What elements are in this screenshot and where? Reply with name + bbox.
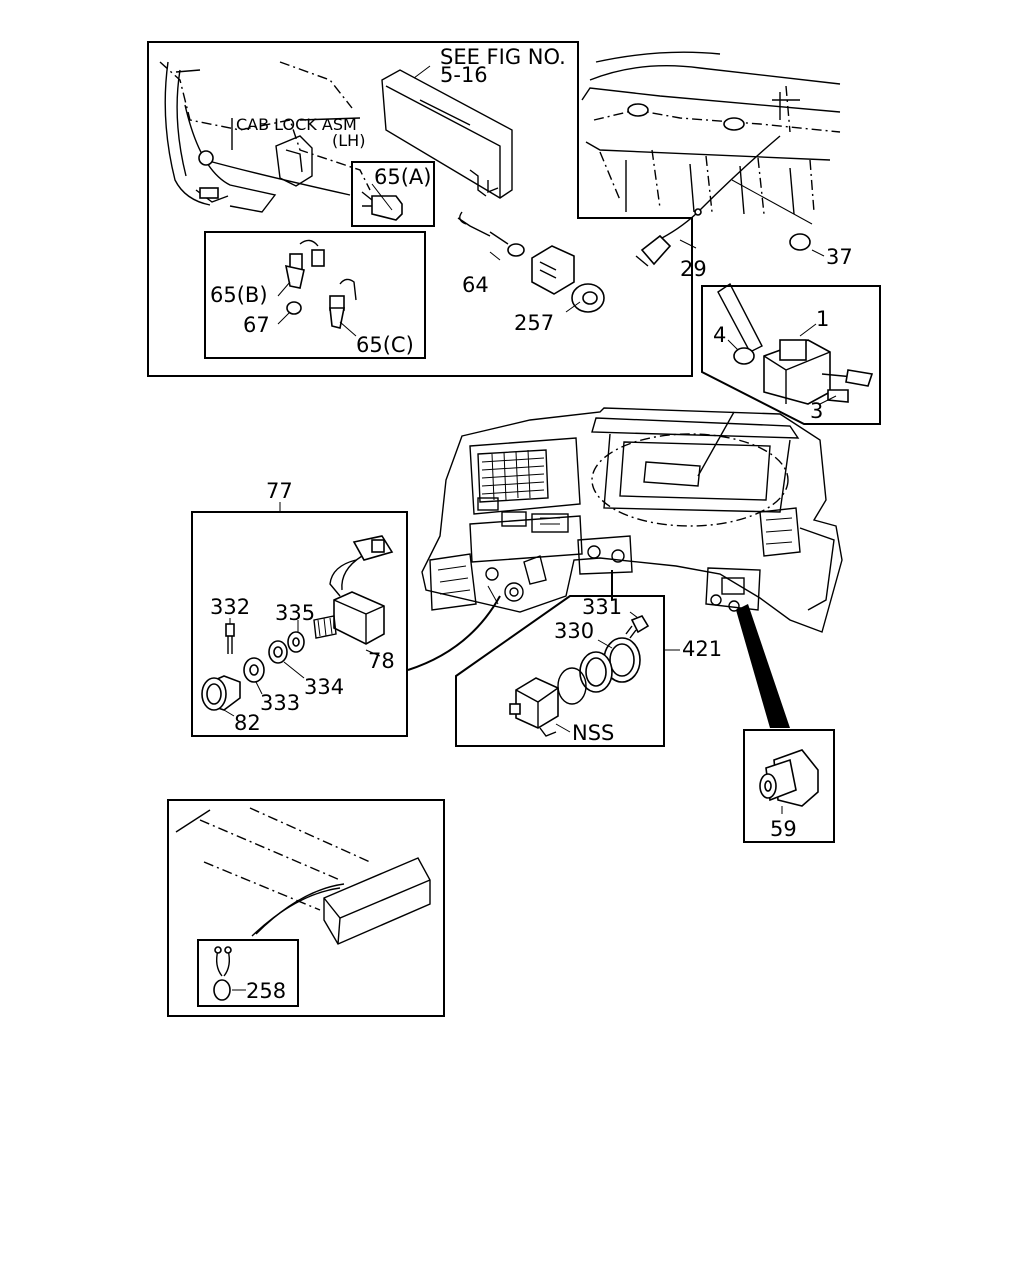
cab-lock-asm-side-label: (LH) <box>332 131 365 150</box>
knob-59-panel: 59 <box>743 729 835 843</box>
callout-257: 257 <box>514 311 554 335</box>
switch-inset-panel: 1 4 3 <box>701 282 881 425</box>
callout-nss: NSS <box>572 721 614 745</box>
cab-lock-asm-label: CAB LOCK ASM <box>236 115 357 134</box>
callout-65a: 65(A) <box>374 165 431 189</box>
cab-roof-view: 29 37 <box>581 51 853 281</box>
cab-lock-panel: SEE FIG NO. 5-16 CAB LOCK ASM (LH) 65(A)… <box>147 41 693 377</box>
nss-421-panel: 331 330 421 NSS <box>455 595 722 747</box>
callout-29: 29 <box>680 257 707 281</box>
callout-258: 258 <box>246 979 286 1003</box>
callout-4: 4 <box>713 323 726 347</box>
callout-335: 335 <box>275 601 315 625</box>
callout-330: 330 <box>554 619 594 643</box>
callout-421: 421 <box>682 637 722 661</box>
callout-1: 1 <box>816 307 829 331</box>
see-fig-label-line2: 5-16 <box>440 63 488 87</box>
callout-333: 333 <box>260 691 300 715</box>
callout-334: 334 <box>304 675 344 699</box>
callout-332: 332 <box>210 595 250 619</box>
callout-65b: 65(B) <box>210 283 268 307</box>
see-fig-label-line1: SEE FIG NO. <box>440 45 566 69</box>
callout-3: 3 <box>810 399 823 423</box>
switch-77-panel: 77 332 335 78 334 333 82 <box>191 479 408 737</box>
callout-78: 78 <box>368 649 395 673</box>
callout-59: 59 <box>770 817 797 841</box>
callout-331: 331 <box>582 595 622 619</box>
callout-67: 67 <box>243 313 270 337</box>
dashboard-illustration <box>407 407 843 728</box>
bottom-258-panel: 258 <box>167 799 445 1017</box>
callout-64: 64 <box>462 273 489 297</box>
callout-37: 37 <box>826 245 853 269</box>
callout-82: 82 <box>234 711 261 735</box>
callout-77: 77 <box>266 479 293 503</box>
callout-65c: 65(C) <box>356 333 414 357</box>
